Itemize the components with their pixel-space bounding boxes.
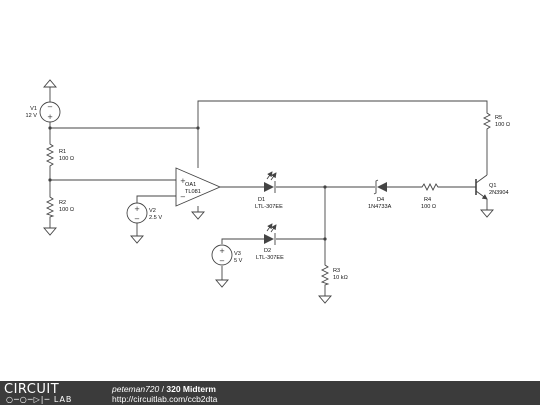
- light-emission-icon: [270, 172, 277, 181]
- circuitlab-logo: CIRCUIT ○─○─▷|─ LAB: [4, 382, 104, 404]
- v1-ref: V1: [30, 106, 37, 112]
- ground-symbol: [318, 295, 332, 304]
- wire-v3-d2: [221, 238, 264, 244]
- d1-value: LTL-307EE: [255, 204, 283, 210]
- plus-sign: +: [47, 113, 53, 121]
- grounds: [43, 79, 494, 304]
- r1-value: 100 Ω: [59, 156, 74, 162]
- r3-ref: R3: [333, 268, 340, 274]
- ground-symbol: [43, 79, 57, 88]
- d2-value: LTL-307EE: [256, 255, 284, 261]
- r5-value: 100 Ω: [495, 122, 510, 128]
- circuit-info: peteman720 / 320 Midterm http://circuitl…: [112, 384, 217, 404]
- light-emission-icon: [266, 223, 273, 232]
- circuit-url[interactable]: http://circuitlab.com/ccb2dta: [112, 394, 218, 404]
- junction-dot: [48, 178, 52, 182]
- d4-value: 1N4733A: [368, 204, 392, 210]
- minus-sign: −: [219, 257, 225, 265]
- ground-symbol: [191, 211, 205, 220]
- oa1-value: TL081: [185, 189, 201, 195]
- r2-ref: R2: [59, 200, 66, 206]
- led-d2[interactable]: D2 LTL-307EE: [256, 223, 284, 261]
- wires: [49, 87, 488, 296]
- light-emission-icon: [266, 171, 273, 180]
- v2-value: 2.5 V: [149, 215, 162, 221]
- author-title-line: peteman720 / 320 Midterm: [112, 384, 217, 394]
- d4-ref: D4: [377, 197, 384, 203]
- resistor-r2[interactable]: R2 100 Ω: [45, 194, 74, 218]
- r4-value: 100 Ω: [421, 204, 436, 210]
- r3-value: 10 kΩ: [333, 275, 348, 281]
- light-emission-icon: [270, 224, 277, 233]
- v1-value: 12 V: [25, 113, 37, 119]
- plus-sign: +: [219, 247, 225, 255]
- author-name[interactable]: peteman720: [112, 384, 160, 394]
- junctions: [48, 126, 327, 241]
- r2-value: 100 Ω: [59, 207, 74, 213]
- wire-v2-inminus: [136, 195, 176, 203]
- ground-symbol: [43, 227, 57, 236]
- d2-ref: D2: [264, 248, 271, 254]
- q1-value: 2N3904: [489, 190, 509, 196]
- logo-circuit-icon: ○─○─▷|─: [6, 395, 54, 404]
- resistor-r5[interactable]: R5 100 Ω: [482, 110, 510, 130]
- minus-sign: −: [180, 193, 186, 201]
- plus-sign: +: [180, 177, 186, 185]
- oa1-ref: OA1: [185, 182, 196, 188]
- logo-text-bottom: ○─○─▷|─ LAB: [6, 395, 73, 404]
- r5-ref: R5: [495, 115, 502, 121]
- junction-dot: [323, 185, 327, 189]
- ground-symbol: [480, 209, 494, 218]
- junction-dot: [323, 237, 327, 241]
- wire-top-rail: [197, 100, 488, 168]
- led-d1[interactable]: D1 LTL-307EE: [255, 171, 283, 210]
- junction-dot: [196, 126, 200, 130]
- voltage-source-v3[interactable]: + − V3 5 V: [211, 244, 243, 266]
- transistor-q1[interactable]: Q1 2N3904: [475, 174, 509, 200]
- circuit-schematic: − + V1 12 V R1 100 Ω R2 100 Ω + − V2 2.5…: [25, 79, 510, 304]
- v3-value: 5 V: [234, 258, 243, 264]
- minus-sign: −: [47, 103, 53, 111]
- opamp-oa1[interactable]: + − OA1 TL081: [175, 167, 222, 207]
- circuit-title: 320 Midterm: [166, 384, 216, 394]
- v2-ref: V2: [149, 208, 156, 214]
- resistor-r4[interactable]: R4 100 Ω: [419, 182, 439, 210]
- voltage-source-v2[interactable]: + − V2 2.5 V: [126, 202, 162, 224]
- junction-dot: [48, 126, 52, 130]
- zener-diode-d4[interactable]: D4 1N4733A: [368, 179, 392, 210]
- resistor-r1[interactable]: R1 100 Ω: [45, 141, 74, 168]
- minus-sign: −: [134, 215, 140, 223]
- plus-sign: +: [134, 205, 140, 213]
- resistor-r3[interactable]: R3 10 kΩ: [320, 262, 348, 286]
- ground-symbol: [130, 235, 144, 244]
- v3-ref: V3: [234, 251, 241, 257]
- voltage-source-v1[interactable]: − + V1 12 V: [25, 101, 61, 123]
- separator: /: [159, 384, 167, 394]
- logo-text-top: CIRCUIT: [4, 382, 60, 397]
- ground-symbol: [215, 279, 229, 288]
- q1-ref: Q1: [489, 183, 496, 189]
- d1-ref: D1: [258, 197, 265, 203]
- r1-ref: R1: [59, 149, 66, 155]
- r4-ref: R4: [424, 197, 431, 203]
- footer-bar: CIRCUIT ○─○─▷|─ LAB peteman720 / 320 Mid…: [0, 381, 540, 405]
